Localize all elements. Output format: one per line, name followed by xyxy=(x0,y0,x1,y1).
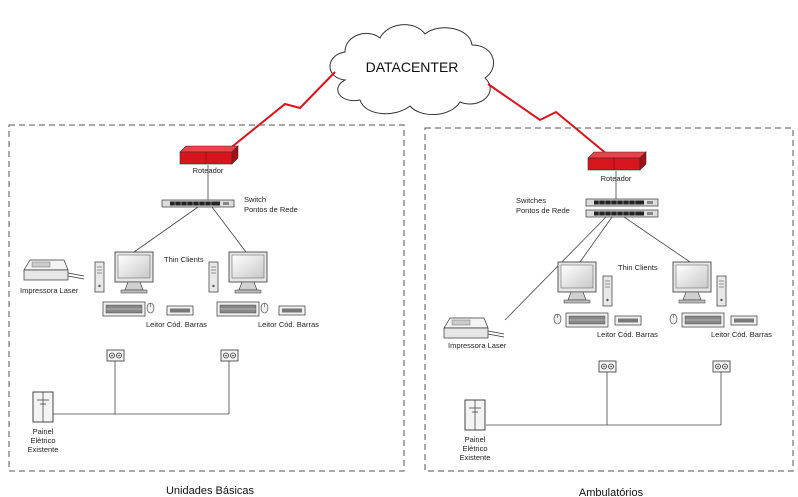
keyboard-right-1 xyxy=(565,312,609,328)
monitor-left-2 xyxy=(228,251,268,294)
switch-right-2 xyxy=(585,209,659,218)
thin-clients-left-label: Thin Clients xyxy=(164,255,204,264)
reader-left-1 xyxy=(166,305,194,316)
monitor-right-2 xyxy=(672,261,712,304)
barcode-right-1-label: Leitor Cód. Barras xyxy=(597,330,658,339)
wan-link-right xyxy=(487,83,609,156)
printer-right xyxy=(443,317,505,339)
site-left: Roteador Switch Pontos de Rede Thin Clie… xyxy=(8,124,405,472)
printer-right-label: Impressora Laser xyxy=(448,341,507,350)
keyboard-right-2 xyxy=(681,312,725,328)
mouse-left-2 xyxy=(260,302,269,314)
switch-left-label-2: Pontos de Rede xyxy=(244,205,298,214)
panel-left-label-3: Existente xyxy=(28,445,59,454)
site-left-boundary xyxy=(8,124,405,472)
reader-left-2 xyxy=(278,305,306,316)
router-left xyxy=(179,145,239,165)
printer-left-label: Impressora Laser xyxy=(20,286,79,295)
printer-left xyxy=(23,259,85,281)
panel-left xyxy=(32,391,54,423)
outlet-left-2 xyxy=(220,349,239,362)
barcode-right-2-label: Leitor Cód. Barras xyxy=(711,330,772,339)
barcode-left-2-label: Leitor Cód. Barras xyxy=(258,320,319,329)
reader-right-1 xyxy=(614,315,642,326)
panel-left-label-2: Elétrico xyxy=(30,436,55,445)
panel-right-label-3: Existente xyxy=(460,453,491,462)
reader-right-2 xyxy=(730,315,758,326)
tower-left-2 xyxy=(208,261,219,293)
site-right-boundary xyxy=(424,127,794,472)
mouse-right-1 xyxy=(553,313,562,325)
keyboard-left-1 xyxy=(102,301,146,317)
switch-right-label-2: Pontos de Rede xyxy=(516,206,570,215)
switch-left-label-1: Switch xyxy=(244,195,266,204)
panel-right xyxy=(464,399,486,431)
panel-right-label-1: Painel xyxy=(465,435,486,444)
panel-left-label-1: Painel xyxy=(33,427,54,436)
monitor-left-1 xyxy=(114,251,154,294)
keyboard-left-2 xyxy=(216,301,260,317)
site-left-title: Unidades Básicas xyxy=(166,485,255,497)
outlet-left-1 xyxy=(106,349,125,362)
thin-clients-right-label: Thin Clients xyxy=(618,263,658,272)
switch-right-label-1: Switches xyxy=(516,196,546,205)
tower-left-1 xyxy=(94,261,105,293)
barcode-left-1-label: Leitor Cód. Barras xyxy=(146,320,207,329)
router-right xyxy=(587,151,647,171)
outlet-right-2 xyxy=(712,360,731,373)
datacenter-cloud: DATACENTER xyxy=(329,24,494,116)
mouse-right-2 xyxy=(669,313,678,325)
outlet-right-1 xyxy=(598,360,617,373)
wan-link-left xyxy=(227,71,336,151)
site-right: Roteador Switches Pontos de Rede Thin Cl… xyxy=(424,127,794,472)
panel-right-label-2: Elétrico xyxy=(462,444,487,453)
tower-right-1 xyxy=(602,275,613,307)
switch-left xyxy=(161,199,235,208)
site-right-title: Ambulatórios xyxy=(579,487,644,497)
switch-right-1 xyxy=(585,198,659,207)
datacenter-label: DATACENTER xyxy=(366,59,459,75)
tower-right-2 xyxy=(716,275,727,307)
mouse-left-1 xyxy=(146,302,155,314)
monitor-right-1 xyxy=(557,261,597,304)
